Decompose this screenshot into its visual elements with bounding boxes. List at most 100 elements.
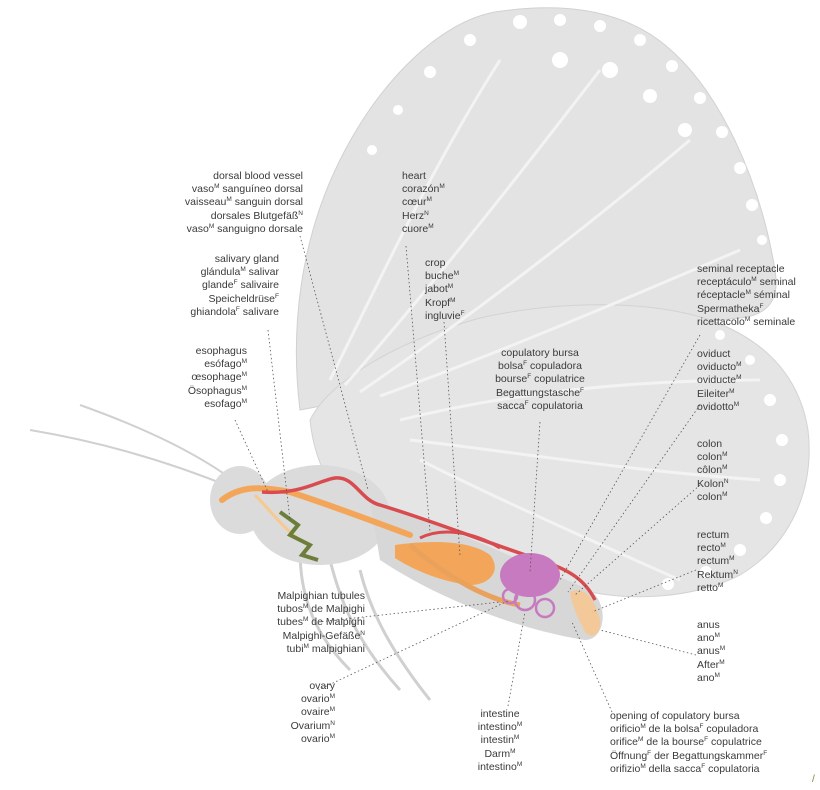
label-text: ano <box>697 632 715 644</box>
label-line: intestinoM <box>460 721 540 734</box>
label-line: saccaF copulatoria <box>474 400 606 413</box>
label-line: orificioM de la bolsaF copuladora <box>610 723 767 736</box>
label-line: AfterM <box>697 659 725 672</box>
gender-marker: M <box>736 361 741 368</box>
label-text: Kropf <box>425 297 450 309</box>
label-ovary: ovaryovarioMovaireMOvariumNovarioM <box>291 680 335 746</box>
label-text: opening of copulatory bursa <box>610 710 740 722</box>
label-text: Darm <box>484 748 510 760</box>
label-text: der Begattungskammer <box>651 750 763 762</box>
label-line: Malpighian tubules <box>277 590 365 603</box>
label-line: glandeF salivaire <box>190 279 279 292</box>
label-text: côlon <box>697 464 722 476</box>
label-line: corazónM <box>402 183 445 196</box>
gender-marker: M <box>718 582 723 589</box>
label-line: colon <box>697 438 729 451</box>
label-line: KolonN <box>697 478 729 491</box>
label-text: After <box>697 659 719 671</box>
gender-marker: M <box>330 693 335 700</box>
label-text: malpighiani <box>309 643 365 655</box>
label-text: copuladora <box>703 723 758 735</box>
label-text: tubi <box>287 643 304 655</box>
label-text: recto <box>697 542 720 554</box>
gender-marker: F <box>763 750 767 757</box>
gender-marker: M <box>427 196 432 203</box>
gender-marker: F <box>461 310 465 317</box>
gender-marker: M <box>448 283 453 290</box>
label-text: Eileiter <box>697 388 729 400</box>
label-text: copulatoria <box>529 400 583 412</box>
label-text: intestine <box>480 708 519 720</box>
label-line: oviduct <box>697 348 742 361</box>
label-text: Malpighian tubules <box>277 590 365 602</box>
label-line: rectum <box>697 529 738 542</box>
label-text: copulatrice <box>708 736 762 748</box>
label-text: sanguíneo dorsal <box>220 183 303 195</box>
label-line: intestinM <box>460 734 540 747</box>
label-text: intestino <box>478 721 517 733</box>
gender-marker: F <box>759 303 763 310</box>
gender-marker: M <box>736 374 741 381</box>
label-text: ghiandola <box>190 306 236 318</box>
label-line: esófagoM <box>188 358 247 371</box>
gender-marker: N <box>724 478 729 485</box>
gender-marker: M <box>722 451 727 458</box>
gender-marker: M <box>242 385 247 392</box>
label-text: orifice <box>610 736 638 748</box>
thorax <box>250 465 390 565</box>
label-line: KropfM <box>425 297 465 310</box>
label-line: ovarioM <box>291 733 335 746</box>
label-text: salivare <box>240 306 279 318</box>
label-line: rettoM <box>697 582 738 595</box>
label-line: oviductoM <box>697 361 742 374</box>
label-text: de la bolsa <box>646 723 700 735</box>
label-text: Malpighi-Gefäße <box>283 630 361 642</box>
label-text: réceptacle <box>697 289 745 301</box>
label-line: tubesM de Malpighi <box>277 616 365 629</box>
label-line: salivary gland <box>190 253 279 266</box>
label-line: jabotM <box>425 283 465 296</box>
label-text: esófago <box>204 358 241 370</box>
label-line: tubosM de Malpighi <box>277 603 365 616</box>
label-text: colon <box>697 491 722 503</box>
label-line: tubiM malpighiani <box>277 643 365 656</box>
label-text: oviducte <box>697 374 736 386</box>
gender-marker: F <box>275 293 279 300</box>
gender-marker: M <box>719 659 724 666</box>
gender-marker: M <box>720 542 725 549</box>
label-line: ovidottoM <box>697 401 742 414</box>
label-text: salivar <box>246 266 279 278</box>
label-line: heart <box>402 170 445 183</box>
label-text: intestin <box>481 734 514 746</box>
gender-marker: M <box>722 464 727 471</box>
label-line: anoM <box>697 632 725 645</box>
label-text: ovario <box>301 733 330 745</box>
label-text: Herz <box>402 210 424 222</box>
label-line: opening of copulatory bursa <box>610 710 767 723</box>
label-line: bourseF copulatrice <box>474 373 606 386</box>
label-text: tubes <box>277 616 303 628</box>
label-text: sacca <box>497 400 524 412</box>
label-line: réceptacleM séminal <box>697 289 796 302</box>
label-line: ghiandolaF salivare <box>190 306 279 319</box>
label-text: seminal receptacle <box>697 263 785 275</box>
label-text: ano <box>697 672 715 684</box>
label-text: Rektum <box>697 569 733 581</box>
label-line: oviducteM <box>697 374 742 387</box>
label-line: ovaireM <box>291 706 335 719</box>
label-text: de Malpighi <box>308 616 365 628</box>
label-text: buche <box>425 270 454 282</box>
label-text: Begattungstasche <box>496 387 580 399</box>
label-line: anus <box>697 619 725 632</box>
label-line: esophagus <box>188 345 247 358</box>
gender-marker: M <box>242 371 247 378</box>
label-text: de Malpighi <box>308 603 365 615</box>
gender-marker: M <box>729 555 734 562</box>
label-line: intestine <box>460 708 540 721</box>
label-line: vaisseauM sanguin dorsal <box>185 196 303 209</box>
label-text: vaso <box>192 183 214 195</box>
label-text: heart <box>402 170 426 182</box>
label-line: anoM <box>697 672 725 685</box>
